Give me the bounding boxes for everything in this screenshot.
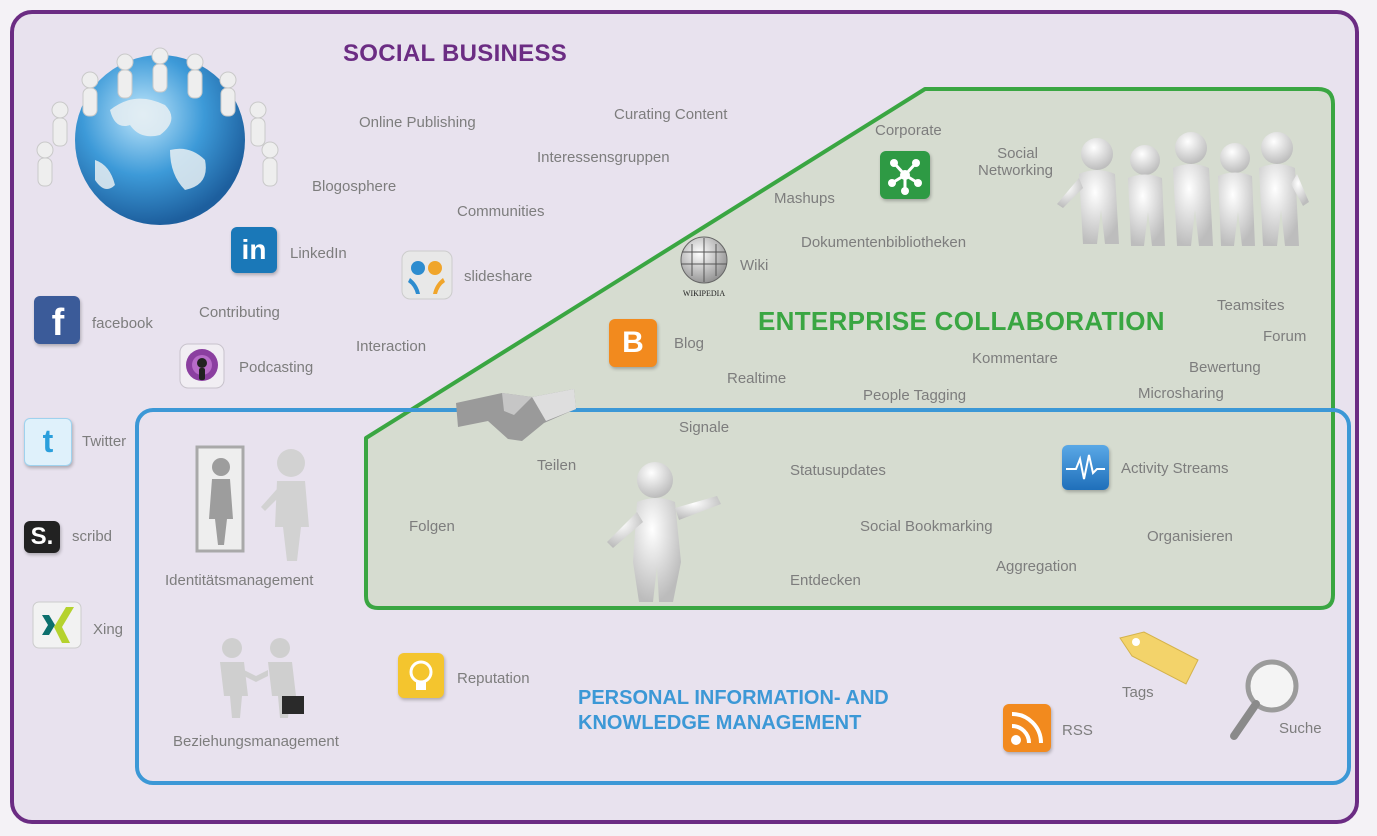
term-contributing: Contributing [199, 304, 280, 321]
term-beziehungsmanagement: Beziehungsmanagement [173, 733, 339, 750]
people-group-icon [1057, 132, 1309, 246]
term-reputation: Reputation [457, 670, 530, 687]
term-communities: Communities [457, 203, 545, 220]
platform-facebook: facebook [92, 315, 153, 332]
term-interessensgruppen: Interessensgruppen [537, 149, 670, 166]
personal-heading-line1: PERSONAL INFORMATION- AND [578, 687, 889, 709]
term-identitaetsmanagement: Identitätsmanagement [165, 572, 314, 589]
term-curating-content: Curating Content [614, 106, 728, 123]
magnifier-icon [1230, 659, 1299, 740]
term-tags: Tags [1122, 684, 1154, 701]
blogger-icon: B [609, 319, 657, 367]
term-statusupdates: Statusupdates [790, 462, 886, 479]
personal-knowledge-heading: PERSONAL INFORMATION- AND KNOWLEDGE MANA… [578, 686, 889, 736]
term-blog: Blog [674, 335, 705, 352]
term-mashups: Mashups [774, 190, 835, 207]
platform-linkedin: LinkedIn [290, 245, 347, 262]
activity-streams-icon [1062, 445, 1109, 490]
rss-icon [1003, 704, 1051, 752]
tag-icon [1119, 631, 1199, 685]
personal-heading-line2: KNOWLEDGE MANAGEMENT [578, 712, 862, 734]
globe-people-icon [36, 47, 279, 225]
podcast-icon [179, 343, 225, 389]
term-blogosphere: Blogosphere [312, 178, 397, 195]
platform-twitter: Twitter [82, 433, 127, 450]
network-icon [880, 151, 930, 199]
term-wiki: Wiki [740, 257, 769, 274]
term-social-bookmarking: Social Bookmarking [860, 518, 993, 535]
twitter-icon: t [24, 418, 72, 466]
term-signale: Signale [679, 419, 730, 436]
platform-podcasting: Podcasting [239, 359, 314, 376]
term-teamsites: Teamsites [1217, 297, 1285, 314]
social-business-heading: SOCIAL BUSINESS [343, 40, 568, 67]
wikipedia-wordmark: WIKIPEDIA [683, 289, 725, 298]
slideshare-icon [401, 250, 453, 300]
personal-knowledge-region [135, 408, 1351, 785]
term-entdecken: Entdecken [790, 572, 861, 589]
linkedin-icon: in [231, 227, 277, 273]
mirror-figure-icon [195, 445, 309, 561]
term-rss: RSS [1062, 722, 1093, 739]
term-teilen: Teilen [537, 457, 577, 474]
term-microsharing: Microsharing [1138, 385, 1224, 402]
platform-scribd: scribd [72, 528, 113, 545]
term-people-tagging: People Tagging [863, 387, 967, 404]
term-activity-streams: Activity Streams [1121, 460, 1229, 477]
term-kommentare: Kommentare [972, 350, 1058, 367]
term-social-networking: Social Networking [978, 145, 1053, 180]
lightbulb-icon [398, 653, 444, 698]
term-suche: Suche [1279, 720, 1322, 737]
platform-slideshare: slideshare [464, 268, 533, 285]
term-online-publishing: Online Publishing [359, 114, 476, 131]
term-folgen: Folgen [409, 518, 455, 535]
handshake-icon [456, 389, 576, 441]
social-networking-line1: Social [997, 145, 1038, 162]
term-organisieren: Organisieren [1147, 528, 1233, 545]
term-forum: Forum [1263, 328, 1307, 345]
xing-icon [32, 601, 82, 649]
scribd-icon: S. [24, 521, 60, 553]
facebook-icon: f [34, 296, 80, 344]
term-interaction: Interaction [356, 338, 427, 355]
platform-xing: Xing [93, 621, 124, 638]
term-realtime: Realtime [727, 370, 787, 387]
enterprise-collaboration-heading: ENTERPRISE COLLABORATION [758, 306, 1165, 336]
term-corporate: Corporate [875, 122, 942, 139]
term-bewertung: Bewertung [1189, 359, 1261, 376]
term-dokumentenbibliotheken: Dokumentenbibliotheken [801, 234, 967, 251]
business-handshake-icon [220, 638, 304, 718]
presenter-figure-icon [607, 462, 721, 602]
social-networking-line2: Networking [978, 162, 1054, 180]
term-aggregation: Aggregation [996, 558, 1077, 575]
wikipedia-icon: WIKIPEDIA [680, 236, 728, 298]
